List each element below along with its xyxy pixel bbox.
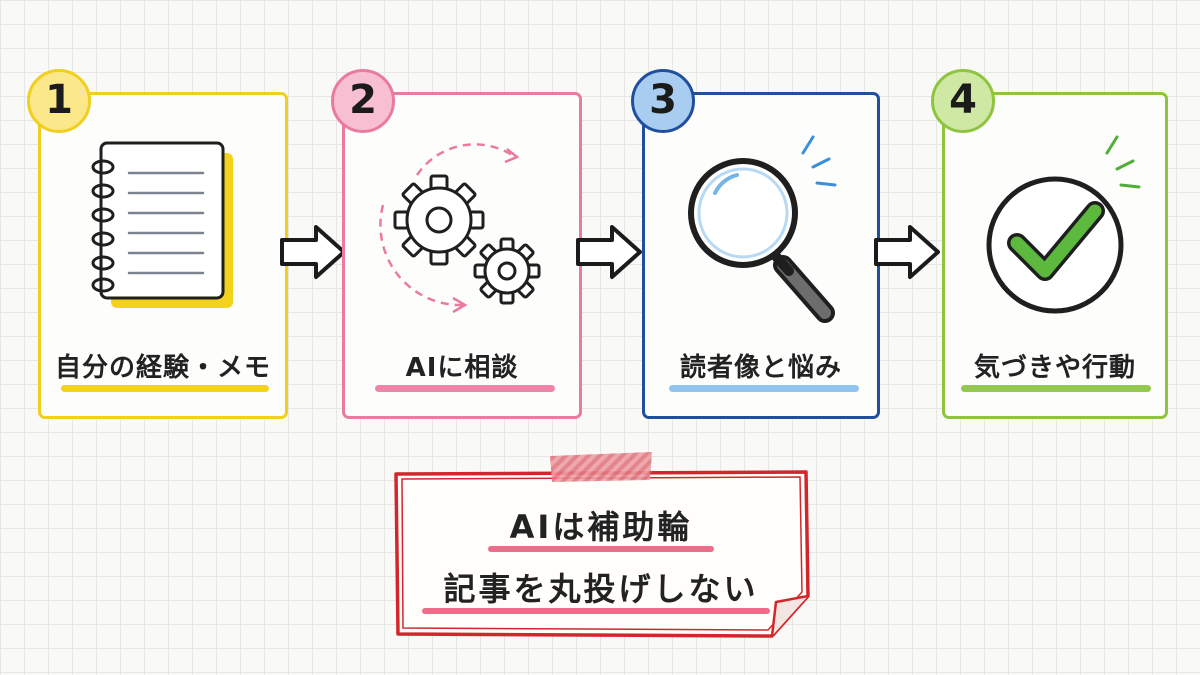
note-frame xyxy=(394,470,810,638)
step-2-underline xyxy=(375,385,555,392)
step-1-label: 自分の経験・メモ xyxy=(54,353,271,383)
note-line-2-underline xyxy=(422,608,770,614)
tape-icon xyxy=(550,452,652,482)
step-4-number-badge: 4 xyxy=(931,69,995,133)
checkmark-icon xyxy=(986,135,1141,314)
step-4-label: 気づきや行動 xyxy=(973,353,1136,383)
step-3-number-badge: 3 xyxy=(631,69,695,133)
note-line-2: 記事を丸投げしない xyxy=(443,570,759,608)
magnifier-icon xyxy=(688,135,837,323)
step-2-card: 2 AIに相談 xyxy=(331,69,582,419)
step-1-underline xyxy=(61,385,269,392)
gears-icon xyxy=(379,143,541,314)
step-3-label: 読者像と悩み xyxy=(679,353,842,383)
step-2-number-badge: 2 xyxy=(331,69,395,133)
step-3-card: 3 読者像と悩み xyxy=(631,69,880,419)
arrow-right-icon xyxy=(874,225,940,279)
note-line-1-underline xyxy=(488,546,714,552)
step-4-underline xyxy=(961,385,1151,392)
arrow-right-icon xyxy=(576,225,642,279)
step-4-card: 4 気づきや行動 xyxy=(931,69,1168,419)
step-1-number-badge: 1 xyxy=(27,69,91,133)
step-2-label: AIに相談 xyxy=(405,353,519,383)
note-box: AIは補助輪 記事を丸投げしない xyxy=(388,452,814,642)
arrow-right-icon xyxy=(280,225,346,279)
note-line-1: AIは補助輪 xyxy=(509,508,693,546)
step-3-underline xyxy=(669,385,859,392)
step-1-card: 1 自分の経験・メモ xyxy=(27,69,288,419)
notebook-icon xyxy=(91,141,233,308)
